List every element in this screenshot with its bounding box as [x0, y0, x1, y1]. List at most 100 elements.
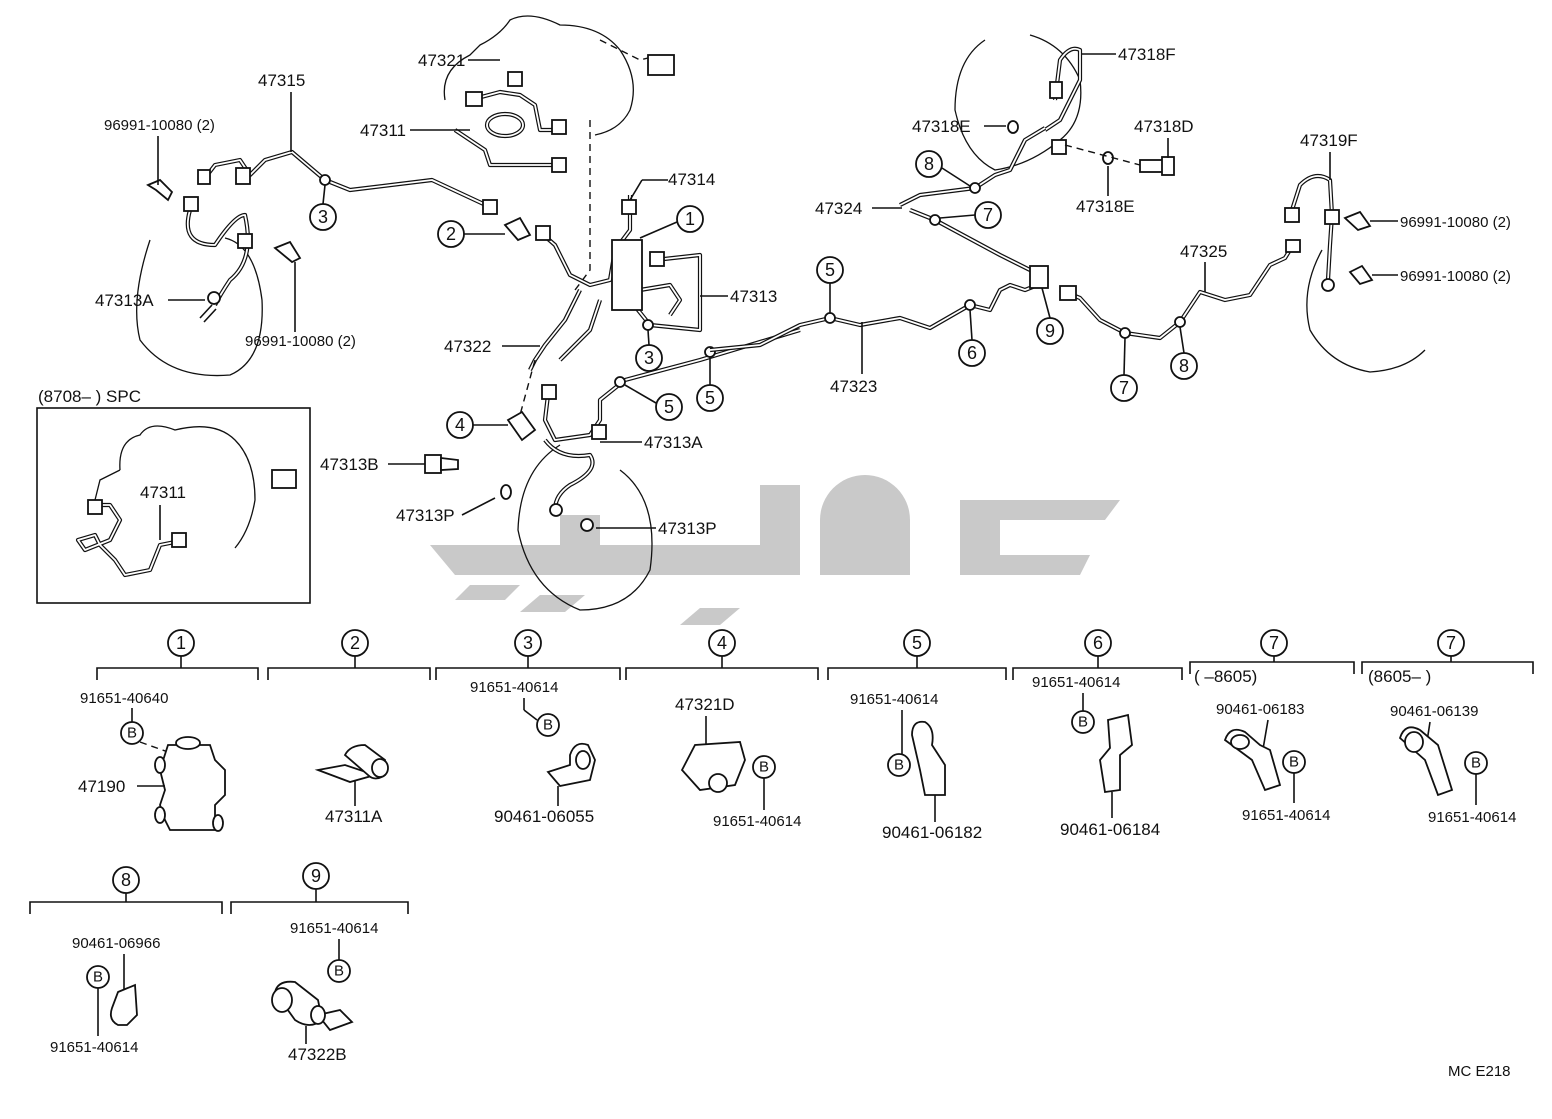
pipe-47323	[709, 280, 1046, 353]
detail-1-bolt-number: 91651-40640	[80, 690, 168, 707]
bolt-mark: B	[543, 717, 553, 734]
junction-port	[310, 1005, 326, 1025]
detail-7-early: 7 ( –8605) 90461-06183 B 91651-40614	[1189, 629, 1355, 824]
detail-8-clamp-number: 90461-06966	[72, 935, 160, 952]
svg-text:2: 2	[446, 224, 456, 244]
detail-5-bolt-number: 91651-40614	[850, 691, 938, 708]
detail-8-bolt-number: 91651-40614	[50, 1039, 138, 1056]
gasket-47313P	[500, 484, 512, 500]
label-47313: 47313	[730, 287, 777, 306]
detail-7-late-clamp-number: 90461-06139	[1390, 703, 1478, 720]
clip-96991	[146, 178, 174, 202]
callout-9: 9	[1036, 287, 1064, 345]
label-96991-10080-b: 96991-10080 (2)	[245, 333, 356, 350]
pipe-fitting	[507, 71, 523, 87]
label-47313A-left: 47313A	[95, 291, 154, 310]
svg-text:4: 4	[455, 415, 465, 435]
clamp-point	[964, 299, 976, 311]
label-47318F: 47318F	[1118, 45, 1176, 64]
detail-2-part-number: 47311A	[325, 807, 383, 826]
rear-left-drum-outline	[954, 34, 1082, 171]
label-96991-10080-a: 96991-10080 (2)	[104, 117, 215, 134]
label-47319F: 47319F	[1300, 131, 1358, 150]
pipe-fitting	[482, 199, 498, 215]
clamp-2	[503, 216, 532, 242]
detail-9-part-number: 47322B	[288, 1045, 347, 1064]
valve-port	[212, 814, 224, 832]
label-47315: 47315	[258, 71, 305, 90]
pipe-fitting	[551, 119, 567, 135]
label-47313A-mid: 47313A	[644, 433, 703, 452]
detail-2: 2 47311A	[267, 629, 431, 826]
pipe-fitting	[649, 251, 665, 267]
bolt-mark: B	[1471, 755, 1481, 772]
rear-left-hose	[899, 46, 1175, 284]
label-47318D: 47318D	[1134, 117, 1194, 136]
union-bolt-47313B	[424, 454, 442, 474]
callout-5-b: 5	[696, 357, 724, 412]
pipe-fitting	[197, 169, 211, 185]
svg-text:2: 2	[350, 633, 360, 653]
watermark-logo	[430, 475, 1120, 625]
detail-1: 1 91651-40640 B 47190	[78, 629, 259, 832]
svg-text:7: 7	[983, 205, 993, 225]
union-bolt-thread	[440, 456, 459, 471]
clamp-hole	[1230, 734, 1250, 750]
booster-rod	[647, 54, 675, 76]
inset-spc-box: (8708– ) SPC 47311	[36, 387, 311, 604]
master-cylinder-pipes	[453, 71, 567, 173]
clamp-hole	[1404, 731, 1424, 753]
diagram-code: MC E218	[1448, 1063, 1511, 1080]
callout-4: 4	[446, 411, 508, 439]
svg-text:8: 8	[121, 870, 131, 890]
clamp-hole	[708, 773, 728, 793]
label-47314: 47314	[668, 170, 715, 189]
callout-7-a: 7	[1110, 337, 1138, 402]
clamp-point	[642, 319, 654, 331]
brake-booster-outline	[443, 15, 675, 136]
svg-text:6: 6	[1093, 633, 1103, 653]
detail-7-early-bolt-number: 91651-40614	[1242, 807, 1330, 824]
detail-7-late-range: (8605– )	[1368, 667, 1431, 686]
bolt-mark: B	[1078, 714, 1088, 731]
bolt-mark: B	[93, 969, 103, 986]
svg-text:8: 8	[1179, 356, 1189, 376]
callout-5-a: 5	[624, 384, 683, 421]
label-47322: 47322	[444, 337, 491, 356]
right-front-disc-outline	[517, 444, 653, 611]
detail-7-late: 7 (8605– ) 90461-06139 B 91651-40614	[1361, 629, 1534, 826]
svg-text:1: 1	[685, 209, 695, 229]
pipe-fitting	[465, 91, 483, 107]
detail-6-bolt-number: 91651-40614	[1032, 674, 1120, 691]
label-47318E-b: 47318E	[1076, 197, 1135, 216]
hose-fitting	[207, 291, 221, 305]
label-47325: 47325	[1180, 242, 1227, 261]
svg-text:9: 9	[1045, 321, 1055, 341]
svg-text:7: 7	[1269, 633, 1279, 653]
svg-text:1: 1	[176, 633, 186, 653]
clamp-point	[1119, 327, 1131, 339]
clamp-point	[969, 182, 981, 194]
callout-2: 2	[437, 220, 505, 248]
bolt-mark: B	[127, 725, 137, 742]
hose-fitting	[1321, 278, 1335, 292]
hose-fitting	[237, 233, 253, 249]
hose-fitting	[1049, 81, 1063, 99]
svg-text:7: 7	[1119, 378, 1129, 398]
bolt-mark: B	[759, 759, 769, 776]
callout-8-a: 8	[1170, 326, 1198, 380]
pipe-fitting	[171, 532, 187, 548]
callout-circles: 3 2 1 3 4 5 5 5	[309, 150, 1198, 439]
detail-5-clamp-number: 90461-06182	[882, 823, 982, 842]
pipe-fitting	[535, 225, 551, 241]
svg-text:9: 9	[311, 866, 321, 886]
callout-7-b: 7	[939, 201, 1002, 229]
svg-text:3: 3	[523, 633, 533, 653]
label-47313B: 47313B	[320, 455, 379, 474]
pipe-fitting	[621, 199, 637, 215]
bolt-mark: B	[894, 757, 904, 774]
detail-6: 6 91651-40614 B 90461-06184	[1012, 629, 1183, 839]
callout-8-b: 8	[915, 150, 971, 187]
